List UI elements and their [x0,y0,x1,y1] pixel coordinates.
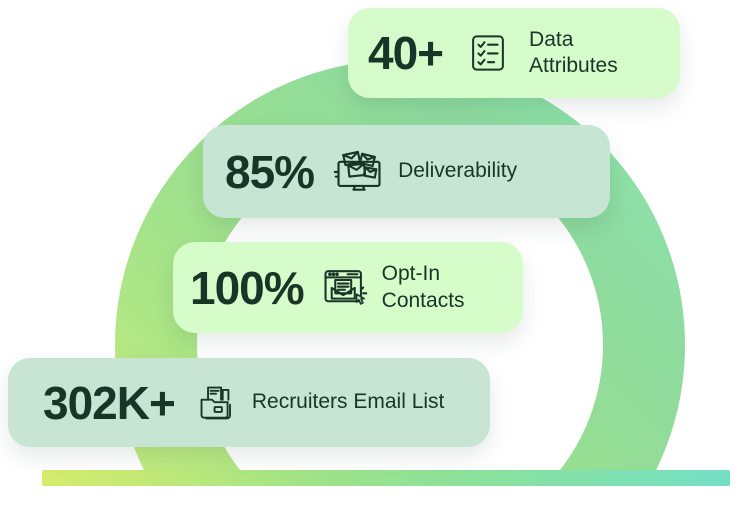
stat-label: Opt-In Contacts [381,262,465,312]
stat-label: Recruiters Email List [251,390,445,414]
email-folder-icon [195,380,239,426]
stat-value: 85% [225,145,315,198]
stat-label: Deliverability [398,159,518,183]
ring-graphic [115,60,685,486]
stat-card-data-attributes: 40+ Data Attributes [348,8,680,98]
emails-monitor-icon [332,147,386,197]
stat-value: 40+ [368,27,444,79]
checklist-icon [467,32,509,74]
stat-card-recruiters-email-list: 302K+ Recruiters Email List [8,358,490,447]
ring-clip [115,60,685,486]
gradient-bar [42,470,730,486]
stat-value: 302K+ [43,376,176,429]
stat-card-opt-in-contacts: 100% Opt-In Contacts [173,242,523,333]
stat-card-deliverability: 85% Deliverability [203,125,610,218]
opt-in-email-icon [322,264,368,312]
stat-label: Data Attributes [529,27,618,77]
stat-value: 100% [190,261,305,314]
